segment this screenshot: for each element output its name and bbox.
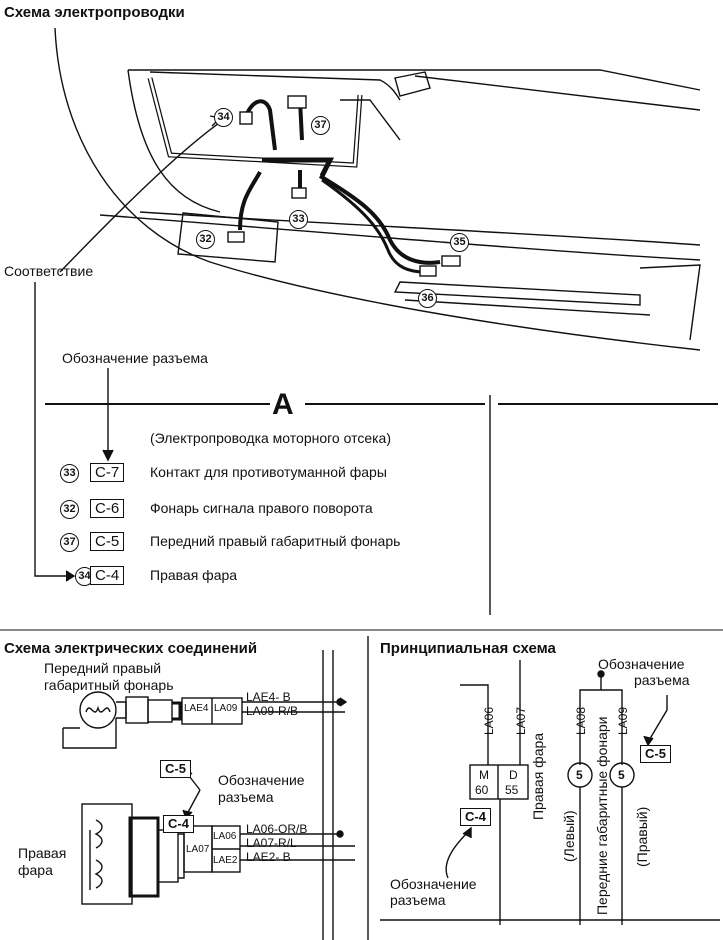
callout-37: 37 [311, 116, 330, 135]
row-number: 34 [75, 567, 94, 586]
block-pin-la09: LA09 [214, 703, 238, 714]
callout-35: 35 [450, 233, 469, 252]
designation-label-line2: разъема [218, 789, 274, 805]
connector-row: 34 [75, 566, 94, 586]
connector-row: 37 [60, 532, 79, 552]
row-number: 37 [60, 533, 79, 552]
headlamp-vertical-label: Правая фара [530, 732, 546, 820]
wire-label-lae2: LAE2- B [246, 850, 291, 864]
wiring-diagram-title: Схема электропроводки [4, 4, 185, 21]
block-pin-la07: LA07 [186, 844, 210, 855]
row-description: Передний правый габаритный фонарь [150, 533, 401, 549]
lamp-label-line1: Передний правый [44, 660, 162, 676]
row-number: 32 [60, 500, 79, 519]
headlamp-box-m: M [479, 768, 489, 782]
block-pin-lae4: LAE4 [184, 703, 209, 714]
wire-code-la06: LA06 [482, 706, 496, 735]
left-lamp-label: (Левый) [561, 810, 577, 862]
designation-label-line1: Обозначение [218, 772, 305, 788]
headlamp-box-d-value: 55 [505, 783, 519, 797]
row-description: Фонарь сигнала правого поворота [150, 500, 373, 516]
row-connector-code: C-4 [90, 566, 125, 585]
headlamp-label-line1: Правая [18, 845, 67, 861]
schematic-title: Принципиальная схема [380, 640, 556, 657]
correspondence-label: Соответствие [4, 263, 94, 279]
schematic-designation-line2: разъема [634, 672, 690, 688]
headlamp-box-d: D [509, 768, 518, 782]
callout-32: 32 [196, 230, 215, 249]
schematic-connector-c4: C-4 [460, 808, 491, 826]
wire-code-la09: LA09 [616, 706, 630, 735]
row-number: 33 [60, 464, 79, 483]
right-lamp-label: (Правый) [634, 806, 650, 867]
headlamp-label-line2: фара [18, 862, 53, 878]
row-connector-code: C-7 [90, 463, 125, 482]
left-bulb-value: 5 [576, 768, 583, 782]
wire-label-la09: LA09·R/B [246, 704, 299, 718]
schematic-bottom-designation-line2: разъема [390, 892, 446, 908]
row-connector-code: C-5 [90, 532, 125, 551]
section-subtitle: (Электропроводка моторного отсека) [150, 430, 391, 446]
block-pin-lae2: LAE2 [213, 855, 238, 866]
connector-c5-tag: C-5 [160, 760, 191, 778]
lamp-label-line2: габаритный фонарь [44, 677, 174, 693]
row-description: Правая фара [150, 567, 238, 583]
wire-label-la07: LA07-R/L [246, 836, 297, 850]
connector-row: 32 [60, 499, 79, 519]
schematic-connector-c5: C-5 [640, 745, 671, 763]
connector-c4-tag: C-4 [163, 815, 194, 833]
headlamp-box-m-value: 60 [475, 783, 489, 797]
schematic-bottom-designation-line1: Обозначение [390, 876, 477, 892]
block-pin-la06: LA06 [213, 831, 237, 842]
callout-36: 36 [418, 289, 437, 308]
section-letter: A [272, 388, 294, 421]
callout-33: 33 [289, 210, 308, 229]
wire-code-la08: LA08 [574, 706, 588, 735]
right-bulb-value: 5 [618, 768, 625, 782]
row-connector-code: C-6 [90, 499, 125, 518]
row-description: Контакт для противотуманной фары [150, 464, 387, 480]
wire-label-la06: LA06-OR/B [246, 822, 308, 836]
wire-label-lae4: LAE4- B [246, 690, 291, 704]
connector-row: 33 [60, 463, 79, 483]
connector-designation-label: Обозначение разъема [62, 350, 208, 366]
schematic-designation-line1: Обозначение [598, 656, 685, 672]
wire-code-la07: LA07 [514, 706, 528, 735]
connections-diagram-title: Схема электрических соединений [4, 640, 258, 657]
side-lamps-vertical-label: Передние габаритные фонари [594, 716, 610, 916]
callout-34: 34 [214, 108, 233, 127]
